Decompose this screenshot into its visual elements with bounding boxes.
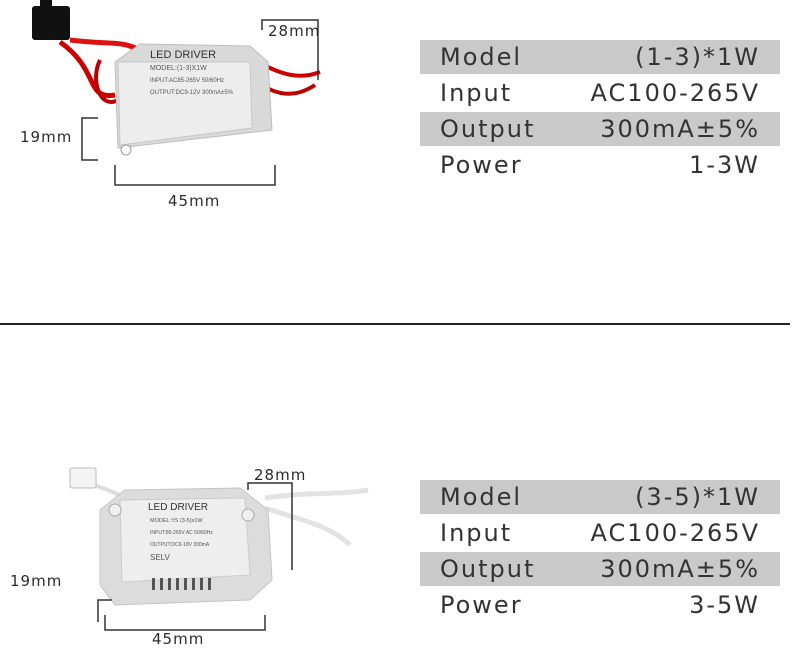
dim-length-2: 28mm	[254, 466, 307, 484]
spec-row-input: Input AC100-265V	[420, 76, 780, 110]
section-divider	[0, 323, 790, 325]
spec-value: 3-5W	[689, 591, 760, 619]
spec-value: 300mA±5%	[600, 115, 760, 143]
label-brand-1: LED DRIVER	[150, 49, 216, 61]
spec-value: AC100-265V	[590, 79, 760, 107]
spec-key: Input	[440, 79, 513, 107]
spec-key: Output	[440, 115, 536, 143]
spec-key: Power	[440, 151, 523, 179]
spec-key: Output	[440, 555, 536, 583]
label-brand-2: LED DRIVER	[148, 502, 208, 513]
spec-value: 1-3W	[689, 151, 760, 179]
product-2: LED DRIVER MODEL:YS (3-5)x1W INPUT:85-26…	[0, 330, 800, 652]
spec-key: Power	[440, 591, 523, 619]
dim-height-2: 19mm	[10, 572, 63, 590]
spec-value: (3-5)*1W	[635, 483, 760, 511]
spec-row-model: Model (3-5)*1W	[420, 480, 780, 514]
label-input-2: INPUT:85-265V AC 50/60Hz	[150, 530, 213, 536]
label-output-1: OUTPUT:DC9-12V 300mA±5%	[150, 90, 234, 96]
spec-key: Input	[440, 519, 513, 547]
led-driver-photo-1: LED DRIVER MODEL:(1-3)X1W INPUT:AC85-265…	[32, 0, 321, 186]
dim-length-1: 28mm	[268, 22, 321, 40]
dim-height-1: 19mm	[20, 128, 73, 146]
product-1: LED DRIVER MODEL:(1-3)X1W INPUT:AC85-265…	[0, 0, 800, 320]
dim-width-2: 45mm	[152, 630, 205, 648]
spec-table-2: Model (3-5)*1W Input AC100-265V Output 3…	[420, 480, 780, 624]
label-output-2: OUTPUT:DC9-18V 300mA	[150, 542, 210, 548]
spec-table-1: Model (1-3)*1W Input AC100-265V Output 3…	[420, 40, 780, 184]
label-model-1: MODEL:(1-3)X1W	[150, 65, 207, 72]
label-selv-2: SELV	[150, 553, 171, 562]
dim-width-1: 45mm	[168, 192, 221, 210]
spec-row-power: Power 1-3W	[420, 148, 780, 182]
spec-row-input: Input AC100-265V	[420, 516, 780, 550]
spec-value: (1-3)*1W	[635, 43, 760, 71]
spec-row-model: Model (1-3)*1W	[420, 40, 780, 74]
led-driver-photo-2: LED DRIVER MODEL:YS (3-5)x1W INPUT:85-26…	[69, 467, 369, 631]
spec-row-output: Output 300mA±5%	[420, 112, 780, 146]
spec-key: Model	[440, 483, 523, 511]
label-model-2: MODEL:YS (3-5)x1W	[150, 518, 203, 524]
spec-key: Model	[440, 43, 523, 71]
label-input-1: INPUT:AC85-265V 50/60Hz	[150, 78, 224, 84]
spec-value: 300mA±5%	[600, 555, 760, 583]
spec-row-power: Power 3-5W	[420, 588, 780, 622]
spec-value: AC100-265V	[590, 519, 760, 547]
spec-row-output: Output 300mA±5%	[420, 552, 780, 586]
